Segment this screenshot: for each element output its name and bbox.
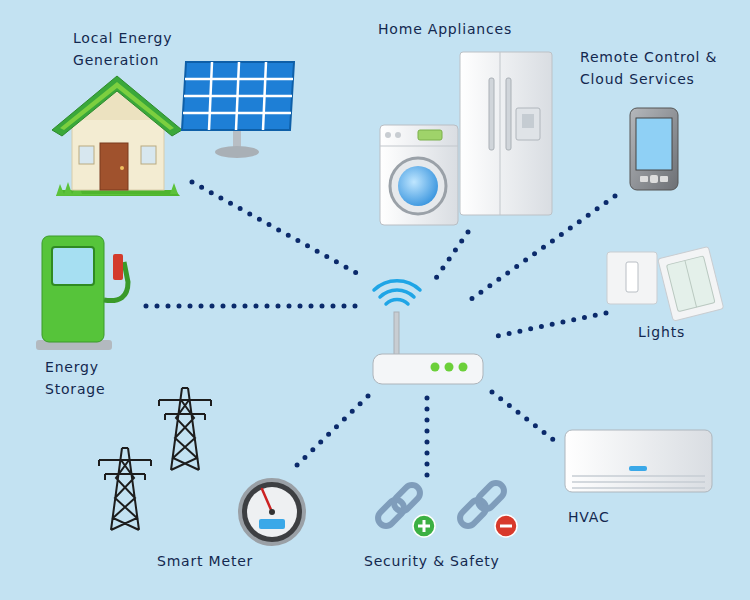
fridge-icon [460, 52, 552, 215]
energy-storage-icon-part [42, 236, 104, 342]
washing-machine-icon-part [380, 125, 458, 225]
washing-machine-icon-part [398, 166, 438, 206]
energy-storage-icon-part [113, 254, 123, 280]
house-icon-part [52, 76, 182, 136]
hvac-icon-part [572, 476, 705, 488]
light-switch-icon-part-part [658, 246, 724, 321]
component-label: Home Appliances [378, 18, 578, 40]
dotted-links-part [425, 398, 430, 476]
house-icon-part [72, 118, 164, 190]
security-icon-part [413, 515, 435, 537]
solar-panel-icon-part [215, 146, 259, 158]
router-icon-part [394, 312, 399, 358]
house-icon-part [100, 143, 128, 190]
smart-meter-icon [240, 480, 304, 544]
router-icon-part [373, 354, 483, 384]
house-icon [52, 76, 182, 196]
house-icon-part [79, 146, 94, 164]
fridge-icon-part [489, 78, 494, 150]
dotted-links-part [436, 232, 468, 278]
router-icon-part [380, 290, 414, 297]
power-tower-icon-part [159, 388, 211, 470]
washing-machine-icon [380, 125, 458, 225]
washing-machine-icon-part [385, 132, 391, 138]
hvac-icon-part [565, 430, 712, 492]
security-icon-part [418, 520, 430, 532]
security-icon-part [375, 480, 508, 530]
light-switch-icon-part [658, 246, 724, 321]
security-icon-part-part [457, 497, 490, 530]
dotted-links-part [192, 182, 362, 276]
house-icon-part [120, 166, 124, 170]
router-icon-part [374, 281, 420, 290]
component-label: Smart Meter [157, 550, 317, 572]
router-icon-part [386, 300, 408, 304]
light-switch-icon [607, 246, 724, 321]
router-icon-part [459, 363, 468, 372]
hvac-icon [565, 430, 712, 492]
washing-machine-icon-part [390, 158, 446, 214]
light-switch-icon-part [626, 262, 638, 292]
washing-machine-icon-part [418, 130, 442, 140]
component-label: Local Energy Generation [73, 27, 208, 71]
security-icon-part [500, 525, 512, 528]
router-icon [373, 281, 483, 384]
fridge-icon-part [460, 52, 552, 215]
security-icon-part-part [391, 482, 424, 515]
house-icon-part [141, 146, 156, 164]
smart-meter-icon-part [247, 487, 297, 537]
fridge-icon-part [500, 52, 501, 215]
fridge-icon-part [516, 108, 540, 140]
house-icon-part [60, 82, 174, 130]
component-label: Lights [638, 321, 738, 343]
phone-icon-part [640, 176, 648, 182]
router-icon-part [445, 363, 454, 372]
phone-icon-part [660, 176, 668, 182]
security-icon-part-part [475, 480, 508, 513]
energy-storage-icon-part [52, 247, 94, 285]
smart-meter-icon-part [262, 489, 272, 512]
component-label: Remote Control & Cloud Services [580, 46, 745, 90]
component-label: Security & Safety [364, 550, 564, 572]
dotted-links [146, 182, 615, 476]
phone-icon-part [650, 175, 658, 183]
light-switch-icon-part-part [666, 256, 714, 312]
dotted-links-part [492, 313, 606, 337]
energy-storage-icon [36, 236, 128, 350]
light-switch-icon-part [607, 252, 657, 304]
router-icon-part [431, 363, 440, 372]
security-icon [375, 480, 517, 537]
washing-machine-icon-part [380, 146, 458, 147]
smart-meter-icon-part [259, 519, 285, 529]
dotted-links-part [292, 396, 368, 470]
solar-panel-icon-part [183, 62, 293, 130]
smart-meter-icon-part [269, 509, 275, 515]
component-label: Energy Storage [45, 356, 137, 400]
solar-panel-icon [182, 62, 294, 158]
phone-icon-part [636, 118, 672, 170]
washing-machine-icon-part [395, 132, 401, 138]
fridge-icon-part [506, 78, 511, 150]
fridge-icon-part [522, 114, 534, 128]
power-tower-icon-part [99, 448, 151, 530]
phone-icon-part [630, 108, 678, 190]
hvac-icon-part [629, 466, 647, 471]
smart-meter-icon-part [240, 480, 304, 544]
dotted-links-part [492, 392, 560, 445]
dotted-links-part [146, 304, 360, 309]
phone-icon [630, 108, 678, 190]
component-label: HVAC [568, 506, 668, 528]
solar-panel-icon-part [182, 62, 294, 130]
light-switch-icon-part-part [685, 261, 697, 308]
security-icon-part [495, 515, 517, 537]
power-tower-icon [99, 388, 211, 530]
